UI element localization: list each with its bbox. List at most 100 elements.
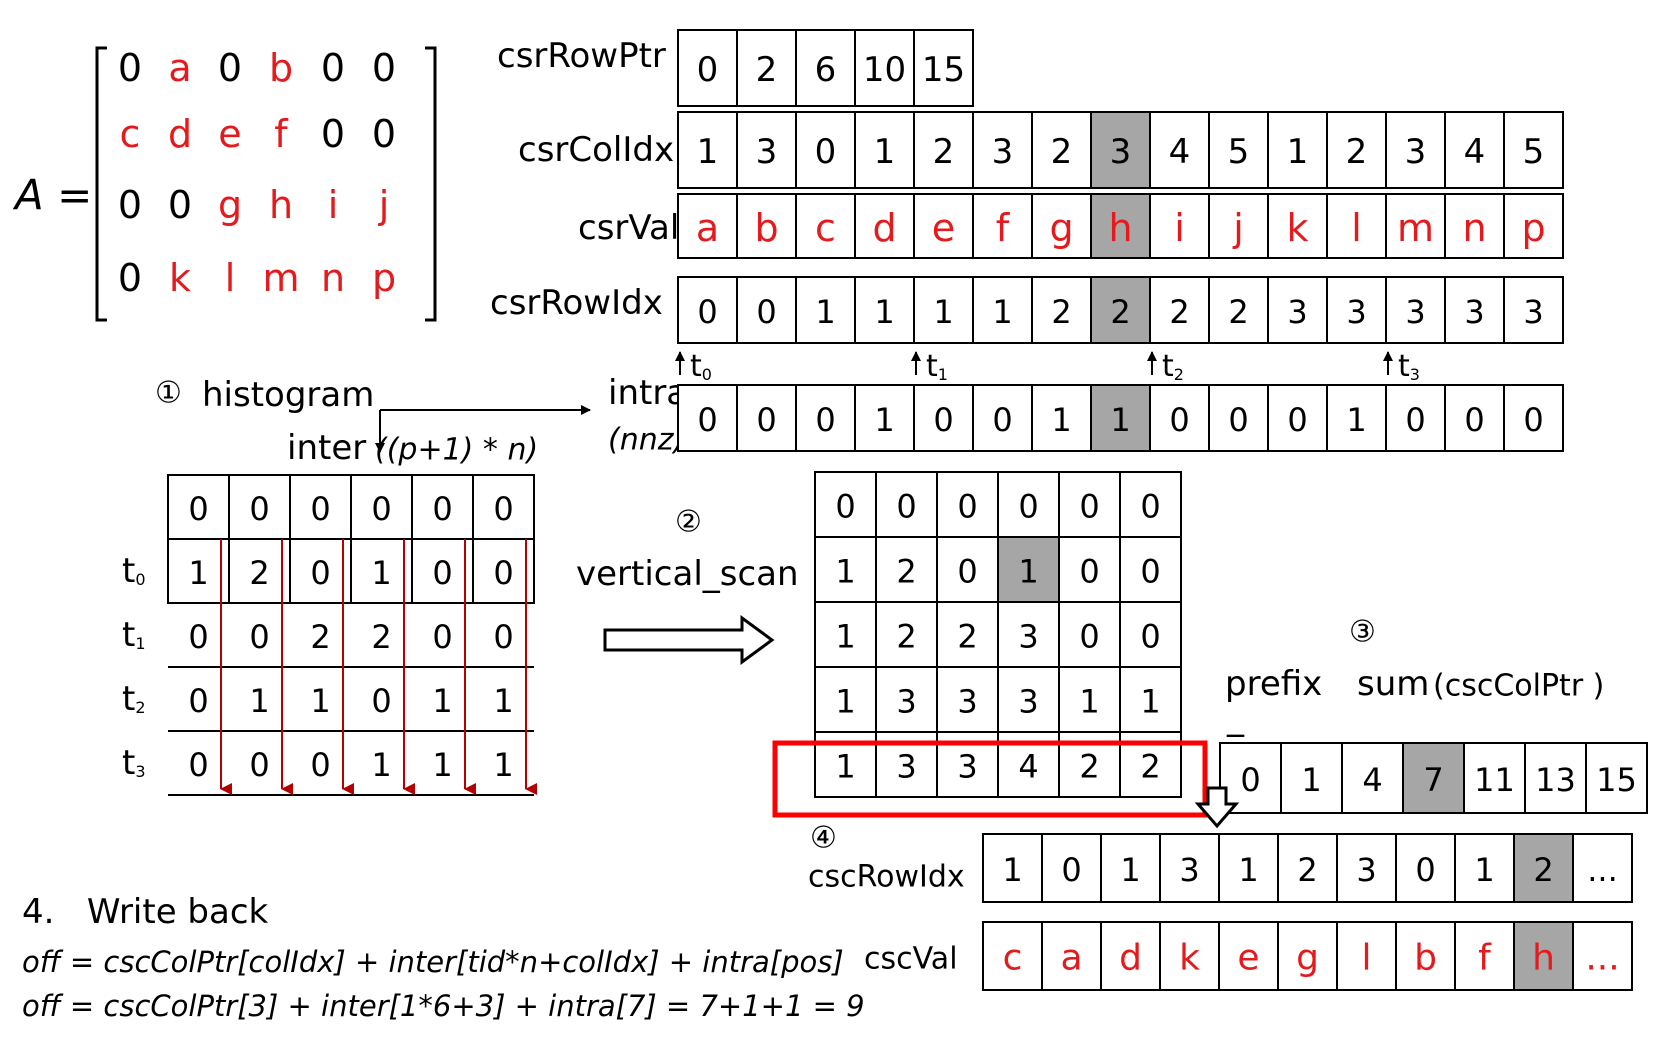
step3-number: ③ [1349,615,1376,650]
csr-rowidx-label: csrRowIdx = [490,283,702,323]
matrix-entry: f [274,112,289,156]
intra-cell [736,384,797,452]
step2-vertical-scan: ② vertical_scan [576,505,799,665]
csr-colidx-cell [1149,111,1210,189]
step2-number: ② [675,505,702,540]
matrix-entry: 0 [372,112,396,156]
csr-val-cell [1149,193,1210,259]
matrix-entry: p [372,256,396,300]
csr-val-cell [1208,193,1269,259]
scan-value: 3 [1018,618,1038,656]
inter-cell [472,474,535,540]
csc-rowidx-value: 3 [1356,851,1376,889]
inter-value: 0 [188,682,208,720]
scan-value: 3 [957,683,977,721]
csr-colidx-value: 5 [1523,132,1545,172]
inter-cell [472,538,535,604]
matrix-entry: l [225,256,236,300]
scan-block-arrow [603,615,775,665]
csr-colidx-value: 2 [1051,132,1073,172]
csc-rowidx-cell [1336,833,1397,903]
csc-rowidx-value: 2 [1533,851,1553,889]
csc-val-cell [1395,921,1456,991]
inter-cell [350,538,413,604]
csc-val-label: cscVal [864,942,958,977]
matrix-entry: n [321,256,345,300]
intra-cell [913,384,974,452]
matrix-entry: 0 [321,112,345,156]
inter-value: 1 [371,746,391,784]
csr-rowidx-cell [1208,276,1269,344]
csr-val-value: d [872,206,896,250]
csr-rowidx-value: 3 [1346,293,1366,331]
scan-cell [1119,471,1182,538]
csr-rowidx-value: 2 [1228,293,1248,331]
csc-colptr-value: 0 [1240,761,1260,799]
csr-colidx-cell [1385,111,1446,189]
csc-val-value: k [1179,938,1200,979]
csc-colptr-value: 7 [1423,761,1443,799]
csr-val-cell [1090,193,1151,259]
inter-value: 1 [493,746,513,784]
csc-colptr-cell [1585,742,1648,814]
csr-colidx-cell [1090,111,1151,189]
csr-colidx-cell [1267,111,1328,189]
inter-cell [411,474,474,540]
inter-value: 2 [371,618,391,656]
inter-value: 0 [249,618,269,656]
inter-value: 0 [249,490,269,528]
csc-rowidx-cell [1454,833,1515,903]
csr-rowidx-cell [1503,276,1564,344]
csr-colidx-cell [677,111,738,189]
step1-histogram: ① histogram inter ((p+1) * n) [155,375,591,468]
matrix-entry: j [378,183,390,227]
csr-colidx-value: 5 [1228,132,1250,172]
inter-row-label: t2 [122,679,146,719]
csc-colptr-value: 13 [1535,761,1576,799]
thread-marker-label: t2 [1162,349,1184,384]
inter-cell [350,474,413,540]
matrix-entry: b [269,46,293,90]
thread-marker-label: t3 [1398,349,1420,384]
scan-value: 1 [1140,683,1160,721]
scan-cell [1058,536,1121,603]
scan-cell [875,601,938,668]
csc-rowidx-value: 1 [1474,851,1494,889]
csc-val-cell [1513,921,1574,991]
csr-rowidx-value: 2 [1169,293,1189,331]
inter-value: 1 [249,682,269,720]
intra-sublabel: (nnz) [608,423,685,458]
scan-value: 0 [835,488,855,526]
thread-marker-label: t1 [926,349,948,384]
csr-rowidx-value: 0 [756,293,776,331]
csc-val-cell [1041,921,1102,991]
csr-colidx-value: 2 [1346,132,1368,172]
matrix-entry: e [218,112,241,156]
inter-size: ((p+1) * n) [375,433,538,468]
csr-colidx-cell [1208,111,1269,189]
scan-value: 4 [1018,748,1038,786]
last-row-highlight-box [772,740,1208,818]
csr-rowidx-value: 3 [1405,293,1425,331]
csr-colidx-value: 1 [1287,132,1309,172]
csc-val-cell [1572,921,1633,991]
csr-val-value: i [1174,206,1185,250]
csc-rowidx-value: 2 [1297,851,1317,889]
csr-val-value: l [1351,206,1362,250]
csc-rowidx-value: 3 [1179,851,1199,889]
intra-value: 1 [874,401,894,439]
csc-val-cell [1100,921,1161,991]
csr-colidx-value: 4 [1464,132,1486,172]
csr-rowidx-value: 3 [1523,293,1543,331]
csr-rowidx-value: 0 [697,293,717,331]
scan-value: 1 [835,553,855,591]
step4-number: ④ [810,821,837,856]
csr-colidx-value: 1 [874,132,896,172]
right-bracket [425,46,437,322]
inter-row-label: t3 [122,743,146,783]
